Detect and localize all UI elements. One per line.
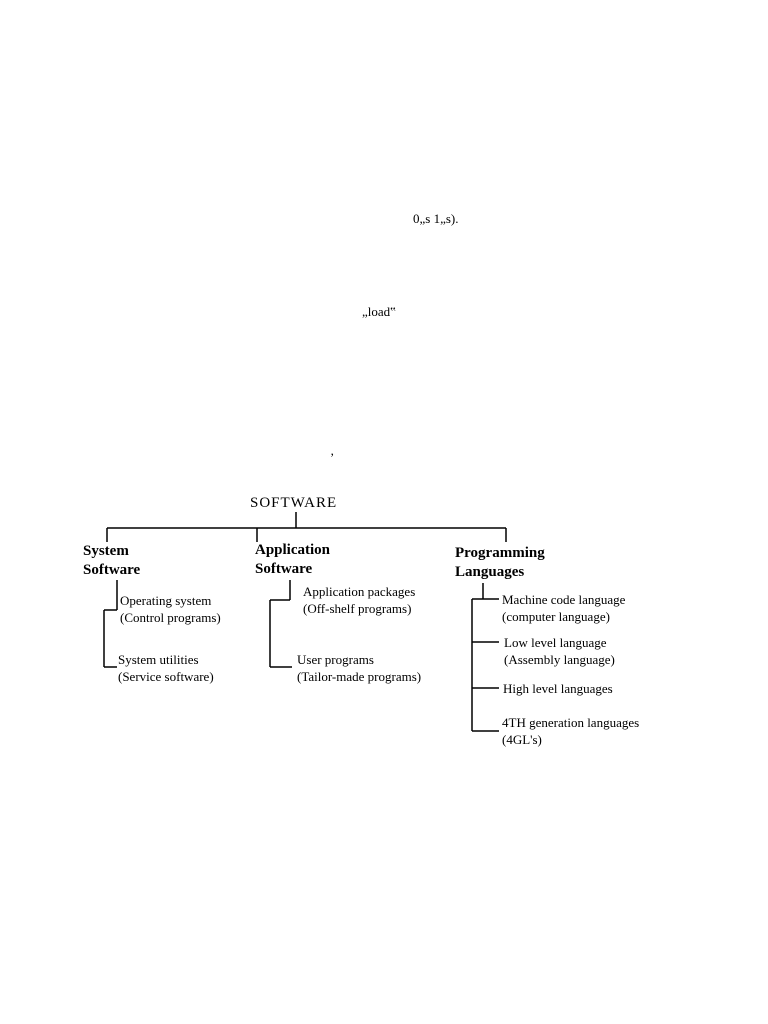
leaf-user-programs: User programs (Tailor-made programs) [297,651,421,685]
leaf-label: Low level language [504,635,607,650]
leaf-sublabel: (Control programs) [120,610,221,625]
leaf-application-packages: Application packages (Off-shelf programs… [303,583,415,617]
category-label: System [83,543,129,559]
leaf-low-level-language: Low level language (Assembly language) [504,634,615,668]
leaf-sublabel: (4GL's) [502,732,542,747]
leaf-label: High level languages [503,681,613,696]
leaf-label: 4TH generation languages [502,715,640,730]
leaf-sublabel: (Off-shelf programs) [303,601,412,616]
leaf-system-utilities: System utilities (Service software) [118,651,214,685]
leaf-operating-system: Operating system (Control programs) [120,592,221,626]
text-fragment-load: „load‟ [362,304,396,319]
category-programming-languages: Programming Languages [455,544,545,582]
leaf-label: User programs [297,652,374,667]
leaf-4th-generation-languages: 4TH generation languages (4GL's) [502,714,639,748]
leaf-label: Machine code language [502,592,626,607]
category-label: Languages [455,564,525,580]
leaf-sublabel: (Assembly language) [504,652,615,667]
leaf-sublabel: (Tailor-made programs) [297,669,422,684]
leaf-machine-code-language: Machine code language (computer language… [502,591,625,625]
category-label: Application [255,542,331,558]
leaf-sublabel: (Service software) [118,669,214,684]
leaf-sublabel: (computer language) [502,609,610,624]
text-fragment-comma: ‚ [330,443,335,458]
category-application-software: Application Software [255,541,330,579]
leaf-high-level-languages: High level languages [503,680,613,697]
text-fragment-zeros-ones: 0„s 1„s). [413,211,459,226]
leaf-label: Application packages [303,584,416,599]
diagram-root: SOFTWARE [250,495,338,511]
category-label: Software [83,562,141,578]
leaf-label: System utilities [118,652,199,667]
category-label: Programming [455,545,545,561]
leaf-label: Operating system [120,593,212,608]
category-system-software: System Software [83,542,140,580]
category-label: Software [255,561,313,577]
